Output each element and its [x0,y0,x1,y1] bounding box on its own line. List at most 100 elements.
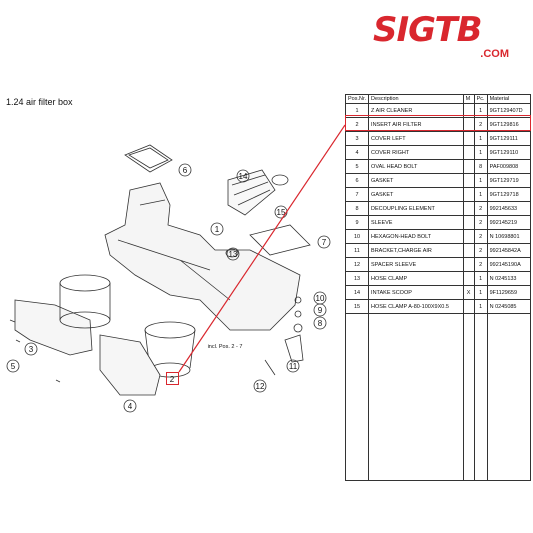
selected-row-highlight [345,115,531,131]
diagram-title: 1.24 air filter box [6,97,73,107]
part-bolt-5 [9,319,61,383]
part-sleeve-9 [294,310,302,318]
row-desc: HOSE CLAMP [368,271,464,286]
part-bolt-10 [294,296,302,304]
label-14: 14 [239,172,248,181]
label-5: 5 [11,362,16,371]
header-material: Material [486,94,532,104]
row-material: 9GT129816 [486,117,532,132]
row-m [462,299,475,314]
diagram-note: incl. Pos. 2 - 7 [208,344,243,350]
row-pos: 9 [344,215,370,230]
part-intake-scoop-14 [227,169,276,216]
row-desc: SPACER SLEEVE [368,257,464,272]
row-m [462,215,475,230]
row-material: 992145842A [486,243,532,258]
label-3: 3 [29,345,34,354]
row-m [462,271,475,286]
logo-wordmark: SIGTB [373,10,483,50]
row-desc: HOSE CLAMP A-80-100X9X0.5 [368,299,464,314]
row-pos: 3 [344,131,370,146]
row-pc: 1 [473,285,488,300]
row-pos: 5 [344,159,370,174]
row-desc: COVER LEFT [368,131,464,146]
row-pos: 4 [344,145,370,160]
part-air-cleaner-1 [104,182,301,331]
row-desc: GASKET [368,173,464,188]
row-material: 9GT129719 [486,173,532,188]
row-pc: 2 [473,257,488,272]
label-9: 9 [318,306,323,315]
row-pc: 1 [473,145,488,160]
part-bracket-11 [284,334,304,363]
part-insert-filter-2 [144,321,196,339]
part-clamp-15 [271,174,289,186]
row-pc: 2 [473,229,488,244]
row-pos: 11 [344,243,370,258]
row-m [462,173,475,188]
part-clamp-13 [225,248,239,258]
row-pos: 6 [344,173,370,188]
row-material: N 0245085 [486,299,532,314]
row-m [462,159,475,174]
row-m [462,229,475,244]
label-12: 12 [256,382,265,391]
label-1: 1 [215,225,220,234]
table-filler-row [344,313,532,481]
row-m: X [462,285,475,300]
row-desc: HEXAGON-HEAD BOLT [368,229,464,244]
row-pos: 7 [344,187,370,202]
row-material: N 10698801 [486,229,532,244]
row-pos: 13 [344,271,370,286]
row-desc: OVAL HEAD BOLT [368,159,464,174]
row-pc: 1 [473,173,488,188]
row-pc: 1 [473,187,488,202]
label-6: 6 [183,166,188,175]
row-material: 9F1129659 [486,285,532,300]
label-15: 15 [277,208,286,217]
row-pc: 1 [473,271,488,286]
part-cover-left-3 [14,299,93,356]
logo-domain: .COM [480,48,509,60]
label-11: 11 [289,362,298,371]
row-pc: 8 [473,159,488,174]
row-m [462,243,475,258]
row-pos: 10 [344,229,370,244]
exploded-parts-diagram: 6 14 15 1 13 7 10 9 8 11 12 3 5 4 2 incl… [6,124,345,413]
header-pc: Pc. [473,94,488,104]
row-material: 9GT129111 [486,131,532,146]
label-10: 10 [316,294,325,303]
label-8: 8 [318,319,323,328]
row-pc: 2 [473,201,488,216]
row-m [462,131,475,146]
row-pos: 14 [344,285,370,300]
row-desc: INTAKE SCOOP [368,285,464,300]
callout-box-2 [166,372,179,385]
row-m [462,187,475,202]
row-pos: 15 [344,299,370,314]
label-2: 2 [170,375,175,384]
row-m [462,201,475,216]
header-description: Description [368,94,464,104]
row-material: 9GT129110 [486,145,532,160]
brand-logo[interactable]: SIGTB .COM [373,10,523,60]
part-gasket-6 [124,144,173,173]
row-m [462,145,475,160]
row-desc: DECOUPLING ELEMENT [368,201,464,216]
label-7: 7 [322,238,327,247]
row-pos: 12 [344,257,370,272]
